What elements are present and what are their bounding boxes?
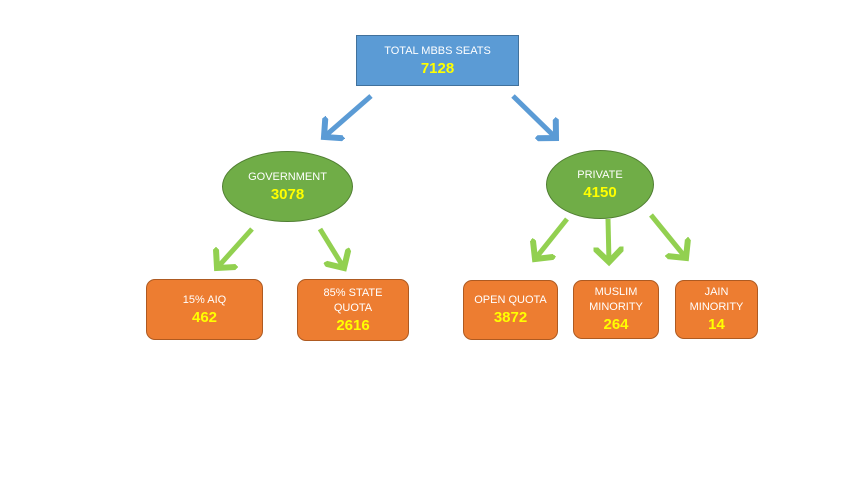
arrow-root-to-government (324, 94, 373, 137)
arrow-private-to-open (535, 217, 569, 259)
node-label: GOVERNMENT (248, 170, 327, 183)
node-value: 3872 (493, 309, 528, 326)
node-value: 4150 (583, 183, 617, 201)
node-label: OPEN QUOTA (474, 294, 547, 306)
node-label: TOTAL MBBS SEATS (384, 44, 491, 57)
node-value: 14 (708, 316, 725, 333)
private-node: PRIVATE 4150 (546, 150, 654, 219)
arrow-private-to-jain (649, 213, 686, 258)
node-label: MUSLIM MINORITY (589, 286, 643, 313)
node-value: 7128 (420, 59, 455, 77)
open-quota-node: OPEN QUOTA 3872 (463, 280, 558, 340)
node-label: JAIN MINORITY (689, 286, 744, 313)
state-quota-node: 85% STATE QUOTA 2616 (297, 279, 409, 341)
muslim-minority-node: MUSLIM MINORITY 264 (573, 280, 659, 339)
arrow-root-to-private (511, 94, 556, 138)
government-node: GOVERNMENT 3078 (222, 151, 353, 222)
aiq-node: 15% AIQ 462 (146, 279, 263, 340)
arrow-private-to-muslim (608, 218, 609, 262)
arrow-government-to-state (317, 227, 344, 268)
node-value: 264 (603, 316, 629, 333)
node-label: PRIVATE (577, 168, 623, 181)
node-value: 3078 (270, 185, 305, 203)
node-label: 85% STATE QUOTA (323, 286, 383, 314)
node-value: 2616 (336, 316, 370, 334)
arrow-government-to-aiq (217, 227, 254, 268)
total-seats-node: TOTAL MBBS SEATS 7128 (356, 35, 519, 86)
node-label: 15% AIQ (182, 293, 227, 306)
jain-minority-node: JAIN MINORITY 14 (675, 280, 758, 339)
node-value: 462 (191, 308, 218, 326)
